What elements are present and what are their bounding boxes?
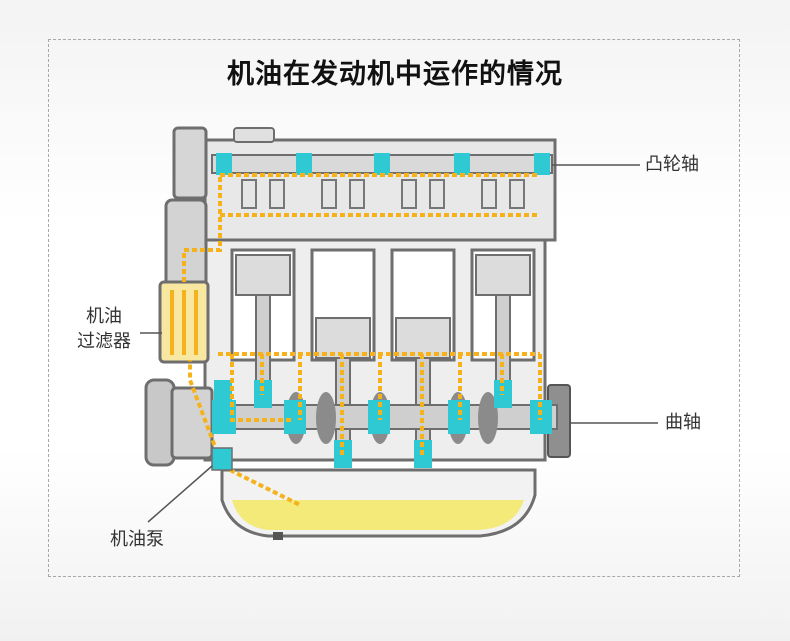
- drain-plug: [273, 532, 283, 540]
- diagram-frame: [48, 39, 740, 577]
- label-oil-filter-line2: 过滤器: [77, 331, 131, 352]
- callout-lines: [140, 164, 658, 523]
- valves: [241, 179, 525, 209]
- oil-pump-body: [211, 447, 233, 471]
- oil-paths: [182, 173, 542, 507]
- cam-cover-cap: [233, 127, 275, 143]
- front-pulley-upper: [164, 198, 208, 292]
- crank-pulley: [144, 378, 214, 467]
- label-camshaft: 凸轮轴: [645, 154, 699, 175]
- label-crankshaft: 曲轴: [665, 412, 701, 433]
- label-oil-pump: 机油泵: [110, 529, 164, 550]
- camshaft-bearings: [216, 153, 550, 175]
- pistons: [235, 254, 531, 359]
- oil-pool: [232, 500, 524, 530]
- timing-gear: [172, 126, 208, 200]
- oil-filter-channels: [170, 290, 198, 355]
- diagram-title: 机油在发动机中运作的情况: [227, 59, 563, 90]
- label-oil-filter-line1: 机油: [86, 306, 122, 327]
